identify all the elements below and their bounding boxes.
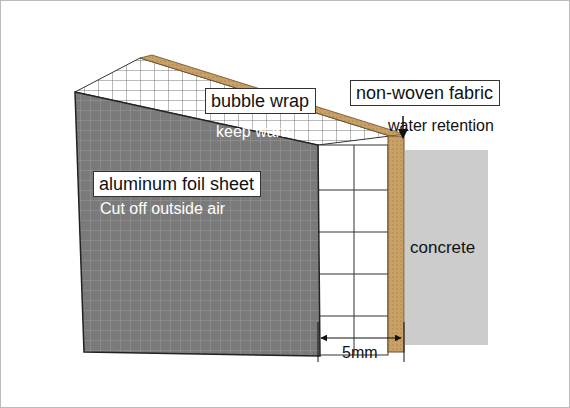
- function-note: water retention: [388, 117, 494, 135]
- callout-box: bubble wrap: [205, 88, 316, 114]
- dimension-line: [321, 338, 401, 339]
- node-text: bubble wrap: [211, 91, 309, 111]
- node-text: concrete: [410, 238, 475, 258]
- function-note: keep warm: [216, 123, 294, 141]
- foil-face: [75, 92, 320, 356]
- dimension-label: 5mm: [342, 344, 378, 362]
- bubble-wrap-side: [318, 145, 388, 355]
- node-text: non-woven fabric: [356, 83, 493, 103]
- callout-box: non-woven fabric: [350, 80, 500, 106]
- node-text: aluminum foil sheet: [99, 174, 254, 194]
- fabric-side: [388, 136, 404, 352]
- callout-box: aluminum foil sheet: [93, 171, 261, 197]
- bubble-cells: [318, 145, 388, 355]
- function-note: Cut off outside air: [100, 200, 225, 218]
- concrete-block: concrete: [405, 150, 488, 345]
- dimension-ticks: [318, 322, 404, 362]
